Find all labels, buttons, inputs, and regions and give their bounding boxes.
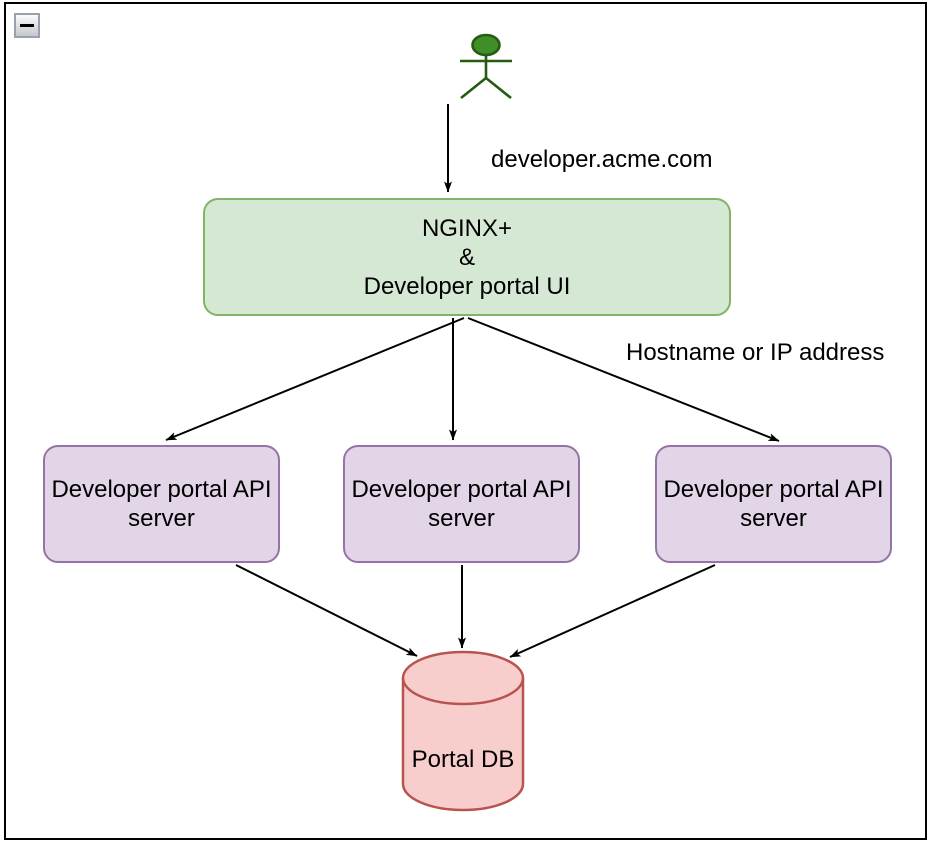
- edge-server3-to-db: [509, 564, 716, 658]
- actor-head: [471, 33, 501, 57]
- edge-label-hostname-ip: Hostname or IP address: [626, 339, 885, 366]
- actor-leg-right: [485, 76, 512, 100]
- edge-label-developer-acme: developer.acme.com: [491, 146, 713, 173]
- node-api-server-1-label: Developer portal API server: [51, 476, 272, 532]
- minus-icon: [20, 23, 34, 28]
- edge-nginx-to-server1: [165, 317, 465, 441]
- edge-server1-to-db: [235, 564, 418, 657]
- cylinder-rim: [401, 677, 525, 706]
- cylinder-body: [401, 650, 525, 812]
- node-portal-db[interactable]: [401, 650, 525, 812]
- edge-nginx-to-server3: [467, 317, 780, 442]
- node-portal-db-label: Portal DB: [411, 746, 515, 773]
- actor-leg-left: [460, 76, 487, 100]
- node-api-server-1[interactable]: Developer portal API server: [43, 445, 280, 563]
- user-actor[interactable]: [460, 33, 512, 100]
- node-nginx[interactable]: NGINX+ & Developer portal UI: [203, 198, 731, 316]
- node-nginx-label: NGINX+ & Developer portal UI: [363, 214, 571, 300]
- node-api-server-3[interactable]: Developer portal API server: [655, 445, 892, 563]
- node-api-server-2[interactable]: Developer portal API server: [343, 445, 580, 563]
- node-api-server-2-label: Developer portal API server: [351, 476, 572, 532]
- node-api-server-3-label: Developer portal API server: [663, 476, 884, 532]
- collapse-button[interactable]: [14, 13, 40, 38]
